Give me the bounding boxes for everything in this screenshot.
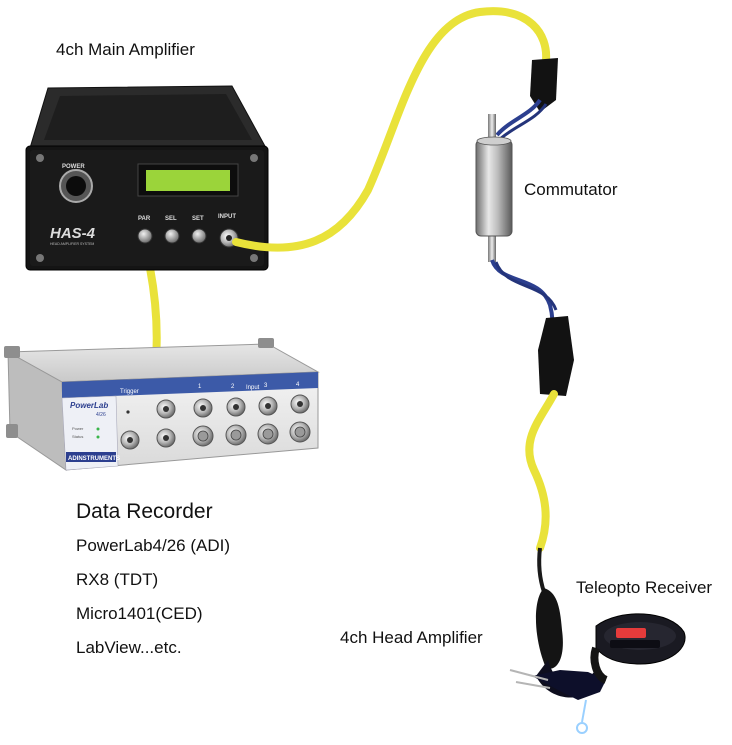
brand-subtitle: HEAD AMPLIFIER SYSTEM	[50, 242, 94, 246]
powerlab-ch1-label: 1	[198, 384, 202, 390]
powerlab-recorder: PowerLab 4/26 Power Status ADINSTRUMENTS…	[4, 338, 320, 471]
brand-logo: HAS-4	[50, 225, 96, 242]
status-led	[96, 435, 100, 439]
power-label: POWER	[62, 164, 85, 170]
commutator-cylinder	[475, 139, 513, 237]
powerlab-power-label: Power	[72, 426, 84, 431]
head-amplifier-label: 4ch Head Amplifier	[340, 628, 483, 647]
bnc-connector-row	[120, 394, 310, 450]
commutator-label: Commutator	[524, 180, 618, 199]
recorder-item-powerlab: PowerLab4/26 (ADI)	[76, 536, 231, 555]
input-label: INPUT	[218, 214, 236, 220]
data-recorder-title: Data Recorder	[76, 500, 213, 523]
cable-amp-to-commutator	[232, 7, 551, 252]
powerlab-input-label: Input	[246, 385, 260, 391]
middle-connector	[538, 316, 574, 396]
powerlab-brand: PowerLab	[70, 401, 108, 410]
recorder-item-micro1401: Micro1401(CED)	[76, 604, 203, 623]
powerlab-model: 4/26	[96, 412, 106, 418]
powerlab-maker: ADINSTRUMENTS	[68, 456, 120, 462]
teleopto-receiver-label: Teleopto Receiver	[576, 578, 713, 597]
power-led	[96, 427, 100, 431]
powerlab-status-label: Status	[72, 434, 83, 439]
set-knob[interactable]	[191, 228, 207, 244]
powerlab-ch2-label: 2	[231, 384, 235, 390]
main-amplifier-label: 4ch Main Amplifier	[56, 40, 195, 59]
powerlab-ch3-label: 3	[264, 383, 268, 389]
recorder-item-rx8: RX8 (TDT)	[76, 570, 159, 589]
top-connector	[530, 58, 558, 112]
powerlab-trigger-label: Trigger	[120, 389, 139, 395]
recorder-item-labview: LabView...etc.	[76, 638, 182, 657]
teleopto-receiver	[590, 613, 686, 684]
powerlab-ch4-label: 4	[296, 382, 300, 388]
cable-commutator-to-headamp	[525, 390, 558, 552]
commutator	[475, 58, 574, 396]
set-label: SET	[192, 216, 204, 222]
din-connector-row	[192, 421, 311, 447]
head-amplifier	[509, 547, 606, 734]
sel-knob[interactable]	[164, 228, 180, 244]
sel-label: SEL	[165, 216, 177, 222]
ground-ring	[576, 722, 588, 734]
par-knob[interactable]	[137, 228, 153, 244]
data-recorder-list: PowerLab4/26 (ADI) RX8 (TDT) Micro1401(C…	[76, 535, 230, 671]
main-amplifier: POWER HAS-4 HEAD AMPLIFIER SYSTEM PAR SE…	[25, 85, 269, 271]
par-label: PAR	[138, 216, 151, 222]
